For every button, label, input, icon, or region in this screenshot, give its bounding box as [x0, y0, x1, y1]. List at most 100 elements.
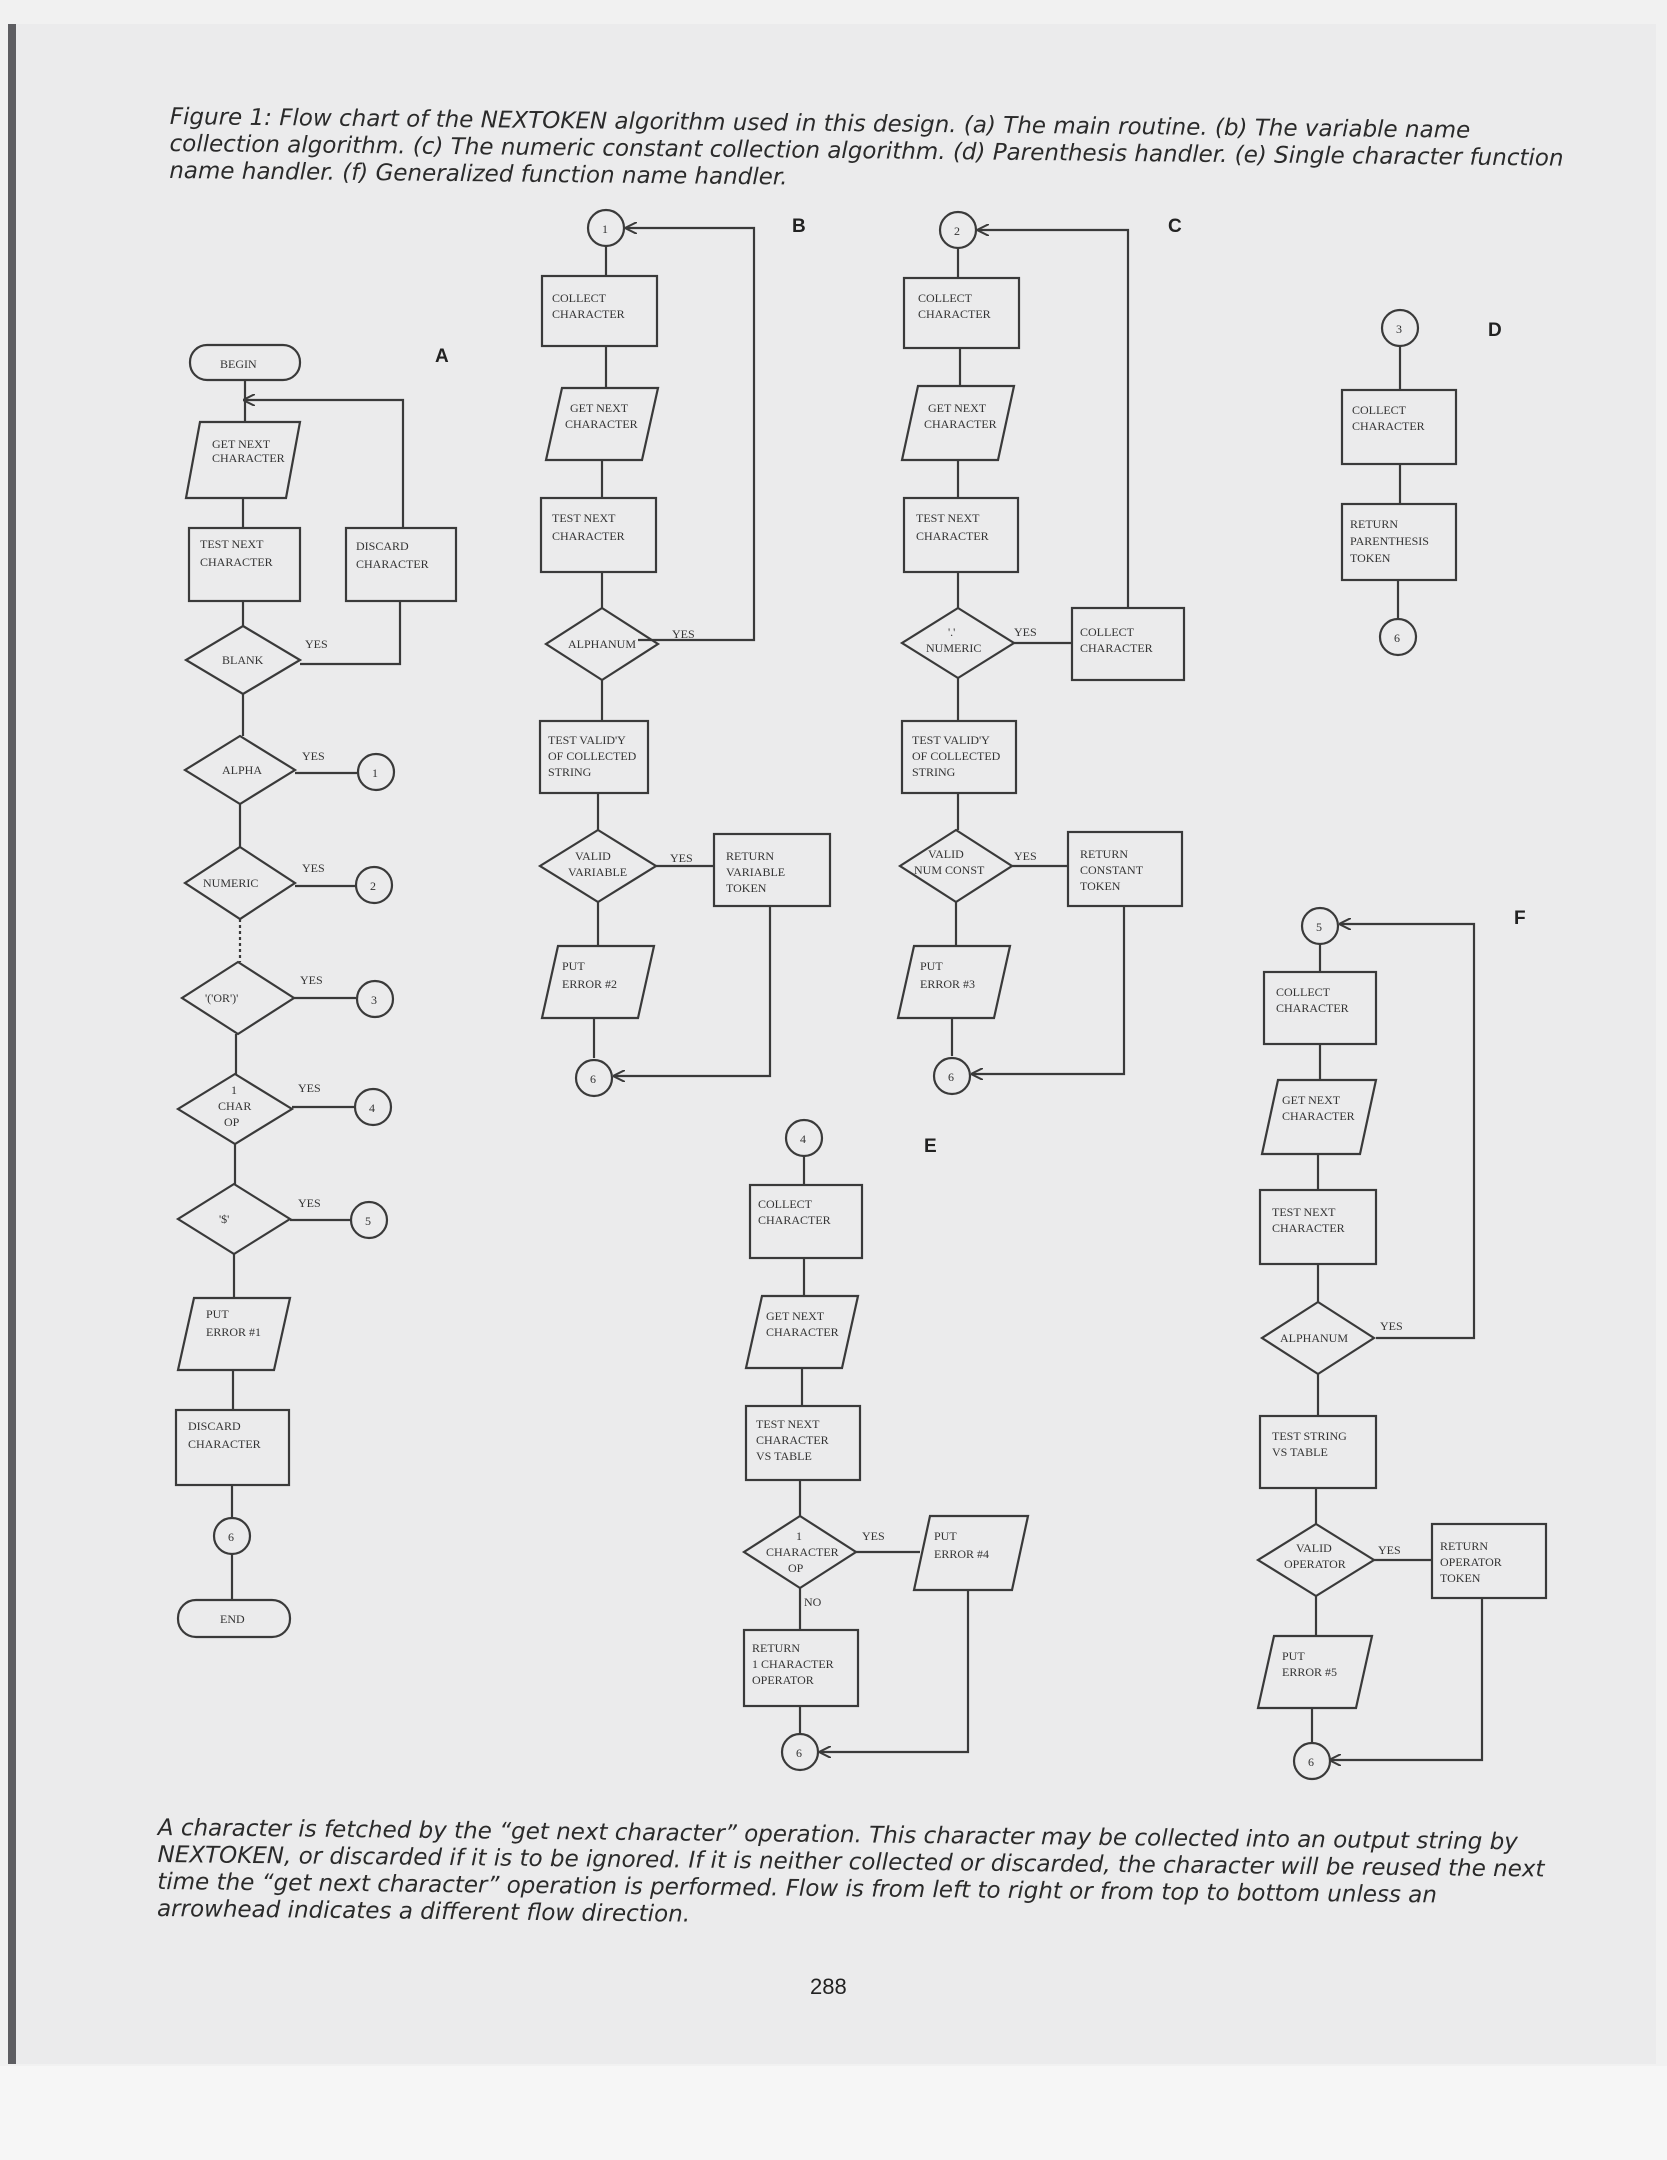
f-return-operator-token: RETURN OPERATOR TOKEN [1430, 1522, 1548, 1600]
a-blank-label: BLANK [222, 653, 264, 667]
f-return-op-line3: TOKEN [1440, 1571, 1481, 1585]
c-dot-numeric-yes: YES [1014, 625, 1037, 639]
f-get-next-character: GET NEXT CHARACTER [1260, 1078, 1378, 1156]
a-begin-label: BEGIN [220, 357, 257, 371]
c-test-valid-line3: STRING [912, 765, 956, 779]
f-test-next-line2: CHARACTER [1272, 1221, 1345, 1235]
b-get-next-character: GET NEXT CHARACTER [544, 386, 660, 462]
b-valid-var-yes: YES [670, 851, 693, 865]
e-put-error-4: PUT ERROR #4 [912, 1514, 1030, 1592]
a-discard-bottom-line1: DISCARD [188, 1419, 241, 1433]
a-discard-top-line2: CHARACTER [356, 557, 429, 571]
d-return-paren-line3: TOKEN [1350, 551, 1391, 565]
b-return-variable-token: RETURN VARIABLE TOKEN [712, 832, 832, 908]
f-collect-line2: CHARACTER [1276, 1001, 1349, 1015]
f-return-op-line1: RETURN [1440, 1539, 1488, 1553]
e-char-op-line3: OP [788, 1561, 804, 1575]
c-get-next-line1: GET NEXT [928, 401, 987, 415]
c-return-const-line1: RETURN [1080, 847, 1128, 861]
c-connector-6: 6 [932, 1056, 972, 1096]
a-numeric-decision: NUMERIC [182, 845, 298, 921]
a-blank-yes: YES [305, 637, 328, 651]
c-return-const-line2: CONSTANT [1080, 863, 1144, 877]
b-test-next-character: TEST NEXT CHARACTER [539, 496, 658, 574]
e-test-next-line2: CHARACTER [756, 1433, 829, 1447]
c-test-next-line2: CHARACTER [916, 529, 989, 543]
f-put-error-line2: ERROR #5 [1282, 1665, 1337, 1679]
c-get-next-character: GET NEXT CHARACTER [900, 384, 1016, 462]
a-connector-4: 4 [353, 1087, 393, 1127]
c-valid-num-line1: VALID [928, 847, 964, 861]
a-connector-5: 5 [349, 1200, 389, 1240]
b-connector-6: 6 [574, 1058, 614, 1098]
b-test-validity: TEST VALID'Y OF COLLECTED STRING [538, 719, 650, 795]
e-put-error-line2: ERROR #4 [934, 1547, 989, 1561]
b-collect-line2: CHARACTER [552, 307, 625, 321]
d-return-parenthesis-token: RETURN PARENTHESIS TOKEN [1340, 502, 1458, 582]
c-put-error-line2: ERROR #3 [920, 977, 975, 991]
a-connector-1: 1 [356, 752, 396, 792]
e-return-1-character-operator: RETURN 1 CHARACTER OPERATOR [742, 1628, 860, 1708]
e-collect-line1: COLLECT [758, 1197, 813, 1211]
a-discard-character-top: DISCARD CHARACTER [344, 526, 458, 603]
b-connector-6-label: 6 [590, 1072, 596, 1086]
c-collect-side-line2: CHARACTER [1080, 641, 1153, 655]
a-put-error-line1: PUT [206, 1307, 229, 1321]
f-collect-line1: COLLECT [1276, 985, 1331, 999]
a-blank-decision: BLANK [183, 624, 303, 696]
a-end-terminator: END [176, 1598, 292, 1639]
b-test-valid-line2: OF COLLECTED [548, 749, 637, 763]
f-connector-6-label: 6 [1308, 1755, 1314, 1769]
a-connector-3: 3 [355, 979, 395, 1019]
e-return-op-line1: RETURN [752, 1641, 800, 1655]
e-char-op-yes: YES [862, 1529, 885, 1543]
e-test-next-line1: TEST NEXT [756, 1417, 820, 1431]
d-collect-line1: COLLECT [1352, 403, 1407, 417]
a-char-op-line2: CHAR [218, 1099, 251, 1113]
b-get-next-line2: CHARACTER [565, 417, 638, 431]
f-test-next-character: TEST NEXT CHARACTER [1258, 1188, 1378, 1266]
c-dot-numeric-decision: '.' NUMERIC [899, 606, 1017, 680]
a-paren-yes: YES [300, 973, 323, 987]
c-collect-character: COLLECT CHARACTER [902, 276, 1021, 350]
c-test-validity: TEST VALID'Y OF COLLECTED STRING [900, 719, 1018, 795]
b-collect-line1: COLLECT [552, 291, 607, 305]
e-return-op-line3: OPERATOR [752, 1673, 814, 1687]
f-test-string-line1: TEST STRING [1272, 1429, 1347, 1443]
f-valid-op-line1: VALID [1296, 1541, 1332, 1555]
e-return-op-line2: 1 CHARACTER [752, 1657, 834, 1671]
c-put-error-line1: PUT [920, 959, 943, 973]
c-return-constant-token: RETURN CONSTANT TOKEN [1066, 830, 1184, 908]
section-b-variable-collection: B 1 COLLECT CHARACTER GET NEXT CHARACTER… [537, 208, 832, 1098]
a-connector-3-label: 3 [371, 993, 377, 1007]
f-test-string-vs-table: TEST STRING VS TABLE [1258, 1414, 1378, 1490]
f-valid-op-yes: YES [1378, 1543, 1401, 1557]
section-e-letter: E [924, 1136, 937, 1157]
d-collect-line2: CHARACTER [1352, 419, 1425, 433]
e-get-next-line2: CHARACTER [766, 1325, 839, 1339]
f-alphanum-yes: YES [1380, 1319, 1403, 1333]
a-dollar-label: '$' [219, 1212, 229, 1226]
a-end-label: END [220, 1612, 245, 1626]
a-connector-6-label: 6 [228, 1530, 234, 1544]
c-get-next-line2: CHARACTER [924, 417, 997, 431]
page-number: 288 [810, 1974, 847, 1999]
f-put-error-5: PUT ERROR #5 [1256, 1634, 1374, 1710]
b-put-error-line1: PUT [562, 959, 585, 973]
c-valid-num-yes: YES [1014, 849, 1037, 863]
e-char-op-no: NO [804, 1595, 822, 1609]
page-sheet [8, 24, 1656, 2064]
f-get-next-line1: GET NEXT [1282, 1093, 1341, 1107]
f-test-string-line2: VS TABLE [1272, 1445, 1328, 1459]
e-connector-6: 6 [780, 1732, 820, 1772]
a-char-op-decision: 1 CHAR OP [175, 1072, 295, 1146]
b-get-next-line1: GET NEXT [570, 401, 629, 415]
c-put-error-3: PUT ERROR #3 [896, 944, 1012, 1020]
b-return-var-line2: VARIABLE [726, 865, 785, 879]
f-connector-5: 5 [1300, 906, 1340, 946]
a-alpha-decision: ALPHA [182, 734, 298, 806]
a-dollar-decision: '$' [175, 1182, 293, 1256]
e-collect-character: COLLECT CHARACTER [748, 1183, 864, 1260]
a-test-next-line2: CHARACTER [200, 555, 273, 569]
f-connector-5-label: 5 [1316, 920, 1322, 934]
